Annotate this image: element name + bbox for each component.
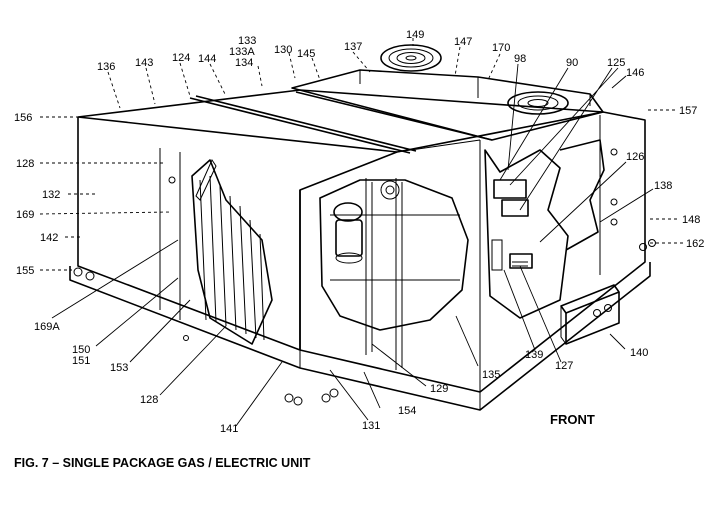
roof-outline xyxy=(77,89,604,153)
callout-128-lower: 128 xyxy=(140,394,158,406)
left-side-panel xyxy=(77,117,398,351)
evaporator-coil xyxy=(191,158,273,345)
callout-126: 126 xyxy=(626,151,644,163)
callout-133a: 133A xyxy=(229,46,255,58)
callout-135: 135 xyxy=(482,369,500,381)
callout-130: 130 xyxy=(274,44,292,56)
callout-labels: 133 133A 134 149 130 145 137 147 170 136… xyxy=(14,29,704,435)
condenser-fans xyxy=(380,44,569,115)
callout-137: 137 xyxy=(344,41,362,53)
callout-131: 131 xyxy=(362,420,380,432)
callout-136: 136 xyxy=(97,61,115,73)
callout-148: 148 xyxy=(682,214,700,226)
callout-139: 139 xyxy=(525,349,543,361)
unit-cabinet xyxy=(69,69,651,411)
callout-153: 153 xyxy=(110,362,128,374)
callout-157: 157 xyxy=(679,105,697,117)
callout-90: 90 xyxy=(566,57,578,69)
callout-154: 154 xyxy=(398,405,416,417)
callout-98: 98 xyxy=(514,53,526,65)
callout-169: 169 xyxy=(16,209,34,221)
front-top-edge xyxy=(396,139,481,153)
callout-150: 150 xyxy=(72,344,90,356)
base-rail-holes xyxy=(73,239,656,406)
control-compartment xyxy=(168,139,618,341)
blower-assembly xyxy=(319,178,469,370)
callout-134: 134 xyxy=(235,57,253,69)
figure-caption: FIG. 7 – SINGLE PACKAGE GAS / ELECTRIC U… xyxy=(14,456,311,470)
callout-169a: 169A xyxy=(34,321,60,333)
callout-129: 129 xyxy=(430,383,448,395)
callout-141: 141 xyxy=(220,423,238,435)
base-rail-corners xyxy=(299,350,481,410)
callout-144: 144 xyxy=(198,53,216,65)
leader-lines xyxy=(39,38,685,427)
callout-155: 155 xyxy=(16,265,34,277)
callout-133: 133 xyxy=(238,35,256,47)
callout-149: 149 xyxy=(406,29,424,41)
condenser-edges xyxy=(359,70,591,106)
access-panel-140 xyxy=(560,284,620,345)
front-label: FRONT xyxy=(550,412,595,427)
callout-156: 156 xyxy=(14,112,32,124)
callout-132: 132 xyxy=(42,189,60,201)
callout-128: 128 xyxy=(16,158,34,170)
callout-142: 142 xyxy=(40,232,58,244)
callout-140: 140 xyxy=(630,347,648,359)
callout-127: 127 xyxy=(555,360,573,372)
callout-162: 162 xyxy=(686,238,704,250)
callout-147: 147 xyxy=(454,36,472,48)
callout-151: 151 xyxy=(72,355,90,367)
roof-seam-2 xyxy=(195,95,417,152)
callout-146: 146 xyxy=(626,67,644,79)
roof-seam-1 xyxy=(189,97,411,154)
callout-170: 170 xyxy=(492,42,510,54)
callout-145: 145 xyxy=(297,48,315,60)
base-rail xyxy=(69,262,651,411)
callout-138: 138 xyxy=(654,180,672,192)
callout-125: 125 xyxy=(607,57,625,69)
callout-124: 124 xyxy=(172,52,190,64)
front-face xyxy=(299,111,646,393)
callout-143: 143 xyxy=(135,57,153,69)
